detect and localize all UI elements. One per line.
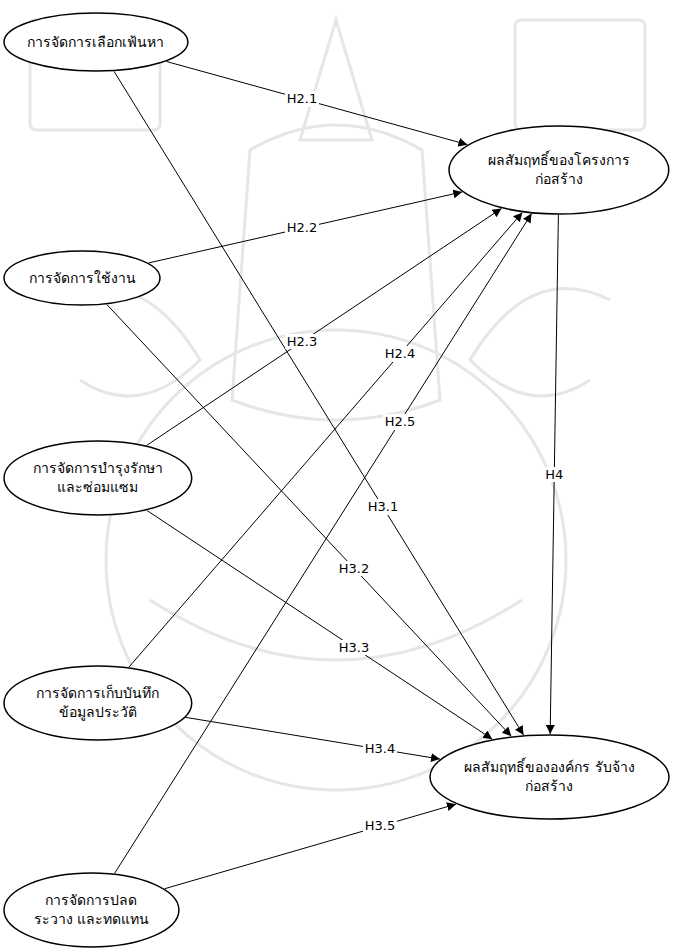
ellipse-outline xyxy=(448,125,670,215)
hypothesis-arrow xyxy=(147,208,502,445)
hypothesis-label: H3.3 xyxy=(337,640,371,656)
hypothesis-label: H2.5 xyxy=(383,414,417,430)
node-label: การจัดการเก็บบันทึก ข้อมูลประวัติ xyxy=(28,684,168,722)
hypothesis-label: H2.2 xyxy=(285,220,319,236)
hypothesis-arrow xyxy=(149,192,463,263)
hypothesis-arrow xyxy=(107,305,511,737)
node-label: การจัดการปลดระวาง และทดแทน xyxy=(26,891,156,929)
hypothesis-label: H3.1 xyxy=(366,499,400,515)
hypothesis-arrow xyxy=(147,511,492,740)
node-label: การจัดการใช้งาน xyxy=(29,269,136,288)
construct-ellipse: ผลสัมฤทธิ์ของโครงการ ก่อสร้าง xyxy=(448,125,670,215)
ellipse-outline xyxy=(429,734,670,820)
hypothesis-label: H2.1 xyxy=(285,91,319,107)
construct-ellipse: การจัดการปลดระวาง และทดแทน xyxy=(3,872,180,948)
node-label: การจัดการบำรุงรักษา และซ่อมแซม xyxy=(28,459,168,497)
ellipse-outline xyxy=(3,665,193,741)
construct-ellipse: การจัดการบำรุงรักษา และซ่อมแซม xyxy=(3,440,193,516)
hypothesis-label: H2.3 xyxy=(285,334,319,350)
node-label: ผลสัมฤทธิ์ขององค์กร รับจ้างก่อสร้าง xyxy=(459,758,639,796)
hypothesis-arrow xyxy=(186,717,440,759)
hypothesis-label: H3.4 xyxy=(363,741,397,757)
hypothesis-label: H2.4 xyxy=(383,346,417,362)
construct-ellipse: การจัดการเก็บบันทึก ข้อมูลประวัติ xyxy=(3,665,193,741)
hypothesis-label: H4 xyxy=(543,467,565,483)
construct-ellipse: การจัดการเลือกเฟ้นหา xyxy=(3,12,189,72)
hypothesis-arrow xyxy=(167,62,468,145)
hypothesis-label: H3.5 xyxy=(363,818,397,834)
hypothesis-arrow xyxy=(129,212,522,667)
hypothesis-arrow xyxy=(165,804,456,889)
ellipse-outline xyxy=(3,872,180,948)
node-label: การจัดการเลือกเฟ้นหา xyxy=(27,33,164,52)
node-label: ผลสัมฤทธิ์ของโครงการ ก่อสร้าง xyxy=(477,151,642,189)
hypothesis-label: H3.2 xyxy=(337,561,371,577)
construct-ellipse: การจัดการใช้งาน xyxy=(3,250,161,306)
construct-ellipse: ผลสัมฤทธิ์ขององค์กร รับจ้างก่อสร้าง xyxy=(429,734,670,820)
ellipse-outline xyxy=(3,440,193,516)
